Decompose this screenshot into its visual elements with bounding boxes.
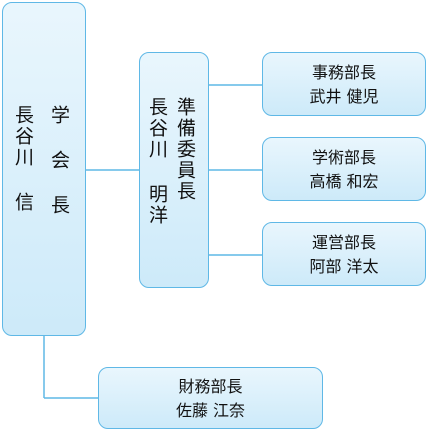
president-name: 長谷川 信 [12, 105, 34, 213]
president-box: 学 会 長 長谷川 信 [2, 2, 86, 336]
department-role: 学術部長 [311, 148, 376, 167]
committee-chair-box: 準備委員長 長谷川 明洋 [139, 52, 209, 288]
treasurer-name: 佐藤 江奈 [175, 401, 246, 420]
department-role: 運営部長 [311, 233, 376, 252]
department-box: 運営部長 阿部 洋太 [262, 222, 426, 286]
committee-chair-name: 長谷川 明洋 [146, 97, 168, 226]
department-name: 武井 健児 [309, 87, 379, 106]
treasurer-box: 財務部長 佐藤 江奈 [98, 367, 323, 429]
president-role: 学 会 長 [48, 105, 70, 216]
department-box: 学術部長 高橋 和宏 [262, 137, 426, 201]
department-name: 阿部 洋太 [309, 257, 379, 276]
treasurer-role: 財務部長 [178, 377, 243, 396]
department-box: 事務部長 武井 健児 [262, 52, 426, 116]
department-role: 事務部長 [311, 63, 376, 82]
department-name: 高橋 和宏 [309, 172, 379, 191]
committee-chair-role: 準備委員長 [174, 97, 196, 202]
